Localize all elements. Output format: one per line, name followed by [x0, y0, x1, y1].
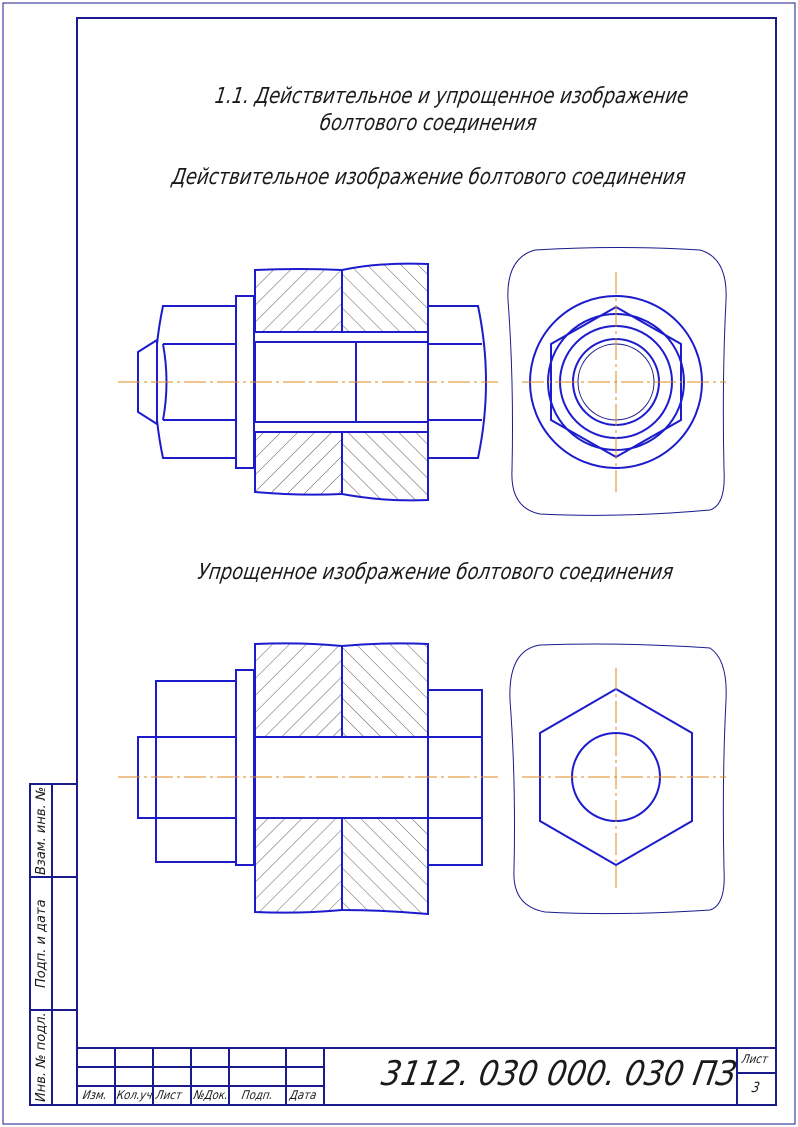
heading-line-1: 1.1. Действительное и упрощенное изображ… — [213, 84, 690, 109]
title-block — [76, 1047, 777, 1106]
col-no-dok: №Док. — [192, 1088, 230, 1102]
caption-simplified: Упрощенное изображение болтового соедине… — [196, 560, 675, 585]
side-label-vzam-inv: Взам. инв. № — [34, 786, 49, 875]
col-kol-uch: Кол.уч. — [115, 1088, 157, 1102]
caption-actual: Действительное изображение болтового сое… — [170, 165, 688, 190]
actual-side-view — [507, 247, 727, 516]
plate-right-top — [341, 262, 429, 333]
simplified-side-view — [509, 643, 727, 915]
plate-right-bottom — [341, 431, 429, 502]
col-izm: Изм. — [81, 1088, 109, 1102]
plate-left-top — [254, 268, 343, 333]
plate-left-bottom — [254, 431, 343, 496]
document-code: 3112. 030 000. 030 ПЗ — [378, 1054, 740, 1094]
col-data: Дата — [288, 1088, 318, 1102]
col-list: Лист — [154, 1088, 184, 1102]
side-label-podp-data: Подп. и дата — [34, 899, 49, 988]
side-stamp — [29, 783, 78, 1106]
heading-line-2: болтового соединения — [318, 111, 539, 136]
sheet-label: Лист — [740, 1052, 770, 1066]
simplified-front-view — [137, 642, 483, 916]
col-podp: Подп. — [240, 1088, 275, 1102]
side-label-inv-podl: Инв. № подл. — [34, 1012, 49, 1102]
